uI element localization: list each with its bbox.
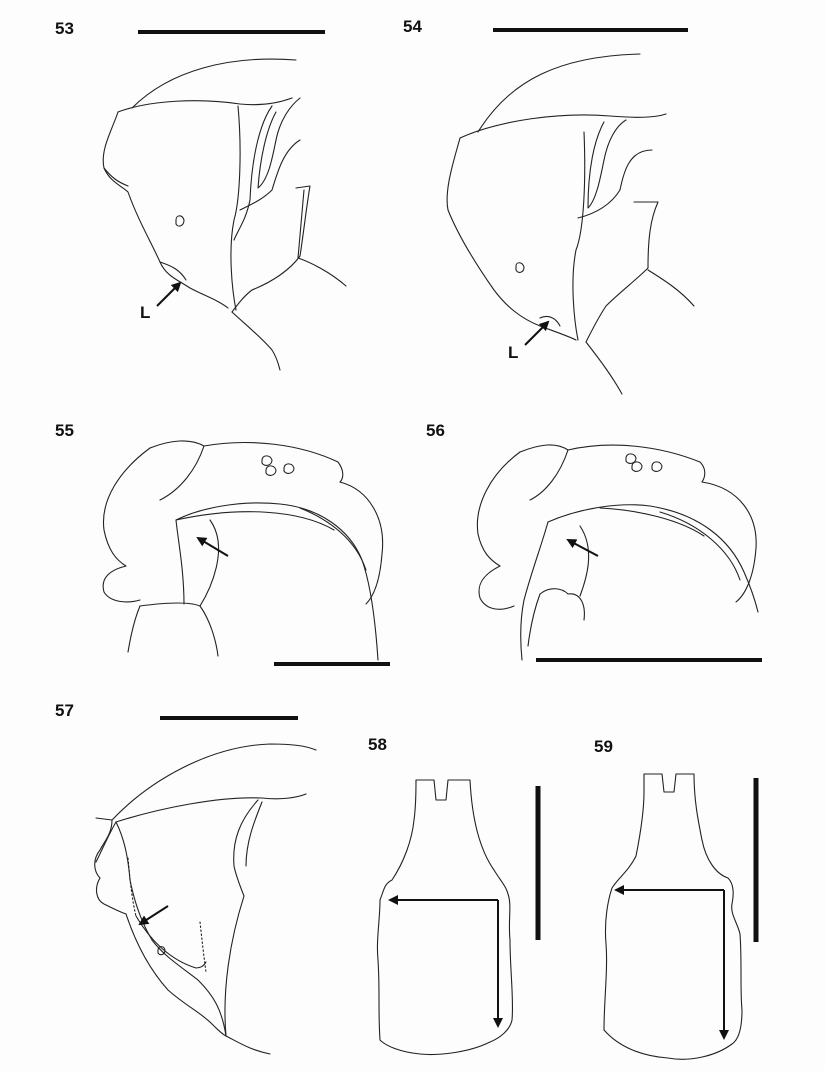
annotation-label-54: L [508, 343, 518, 362]
figure-number-58: 58 [368, 735, 387, 754]
figure-53: 53 L [55, 19, 347, 371]
figure-56: 56 [426, 421, 762, 662]
pointer-arrow-55 [196, 536, 229, 557]
figure-number-54: 54 [403, 17, 422, 36]
figure-54: 54 L [403, 17, 695, 395]
head-dorsal-outline-56 [476, 444, 759, 661]
figure-number-56: 56 [426, 421, 445, 440]
head-dorsal-outline-55 [102, 440, 384, 661]
figure-number-53: 53 [55, 19, 74, 38]
figure-number-59: 59 [594, 737, 613, 756]
pointer-arrow-56 [566, 539, 599, 557]
pointer-arrow-57 [138, 905, 169, 926]
figure-58: 58 [368, 735, 541, 1055]
head-lateral-outline-53 [102, 58, 347, 371]
pointer-arrow-54 [524, 320, 550, 346]
annotation-label-53: L [140, 303, 150, 322]
figure-number-57: 57 [55, 701, 74, 720]
figure-55: 55 [55, 421, 390, 666]
segment-outline-58 [376, 779, 514, 1055]
figure-59: 59 [594, 737, 759, 1060]
figure-57: 57 [55, 701, 317, 1055]
head-lateral-outline-57 [94, 743, 317, 1055]
pointer-arrow-53 [156, 281, 182, 307]
figure-number-55: 55 [55, 421, 74, 440]
head-lateral-outline-54 [446, 53, 695, 395]
segment-outline-59 [603, 773, 743, 1060]
